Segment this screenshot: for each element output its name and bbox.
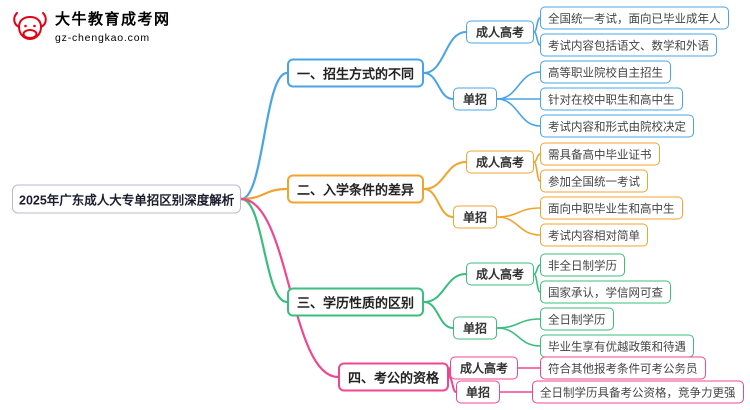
leaf-node: 全国统一考试，面向已毕业成年人 <box>540 6 729 30</box>
leaf-node: 非全日制学历 <box>540 253 625 277</box>
child-node: 单招 <box>453 205 498 229</box>
connector-path <box>496 327 541 347</box>
connector-path <box>240 197 289 304</box>
child-node: 成人高考 <box>466 262 535 286</box>
site-logo: 大牛教育成考网 gz-chengkao.com <box>10 8 171 48</box>
branch-label: 一、招生方式的不同 <box>287 58 425 88</box>
branch-label: 四、考公的资格 <box>338 362 450 392</box>
child-node: 单招 <box>453 87 498 111</box>
leaf-node: 全日制学历 <box>540 307 614 331</box>
leaf-node: 考试内容包括语文、数学和外语 <box>540 33 717 57</box>
connector-path <box>423 31 467 74</box>
leaf-node: 考试内容和形式由院校决定 <box>540 114 694 138</box>
leaf-node: 参加全国统一考试 <box>540 169 648 193</box>
connector-path <box>496 207 541 218</box>
connector-path <box>240 71 289 201</box>
leaf-node: 考试内容相对简单 <box>540 223 648 247</box>
logo-title: 大牛教育成考网 <box>55 11 171 28</box>
leaf-node: 需具备高中毕业证书 <box>540 142 660 166</box>
leaf-node: 针对在校中职生和高中生 <box>540 87 683 111</box>
child-node: 成人高考 <box>450 356 519 380</box>
bull-logo-icon <box>13 12 47 41</box>
child-node: 单招 <box>453 316 498 340</box>
logo-subtitle: gz-chengkao.com <box>55 32 150 44</box>
connector-path <box>423 273 467 303</box>
connector-path <box>423 161 467 190</box>
leaf-node: 全日制学历具备考公资格，竞争力更强 <box>532 380 744 404</box>
branch-label: 三、学历性质的区别 <box>287 287 425 317</box>
connector-path <box>496 98 541 127</box>
child-node: 单招 <box>456 380 501 404</box>
connector-path <box>496 318 541 329</box>
child-node: 成人高考 <box>466 20 535 44</box>
connector-path <box>496 71 541 100</box>
connector-path <box>423 188 454 218</box>
child-node: 成人高考 <box>466 150 535 174</box>
leaf-node: 符合其他报考条件可考公务员 <box>540 356 706 380</box>
mindmap-root-node: 2025年广东成人大专单招区别深度解析 <box>12 184 242 214</box>
leaf-node: 毕业生享有优越政策和待遇 <box>540 334 694 358</box>
connector-path <box>423 301 454 329</box>
connector-path <box>240 187 289 201</box>
leaf-node: 高等职业院校自主招生 <box>540 60 671 84</box>
leaf-node: 面向中职毕业生和高中生 <box>540 196 683 220</box>
connector-path <box>496 216 541 236</box>
logo-text: 大牛教育成考网 gz-chengkao.com <box>55 8 171 44</box>
leaf-node: 国家承认，学信网可查 <box>540 280 671 304</box>
connector-path <box>423 72 454 100</box>
branch-label: 二、入学条件的差异 <box>287 174 425 204</box>
